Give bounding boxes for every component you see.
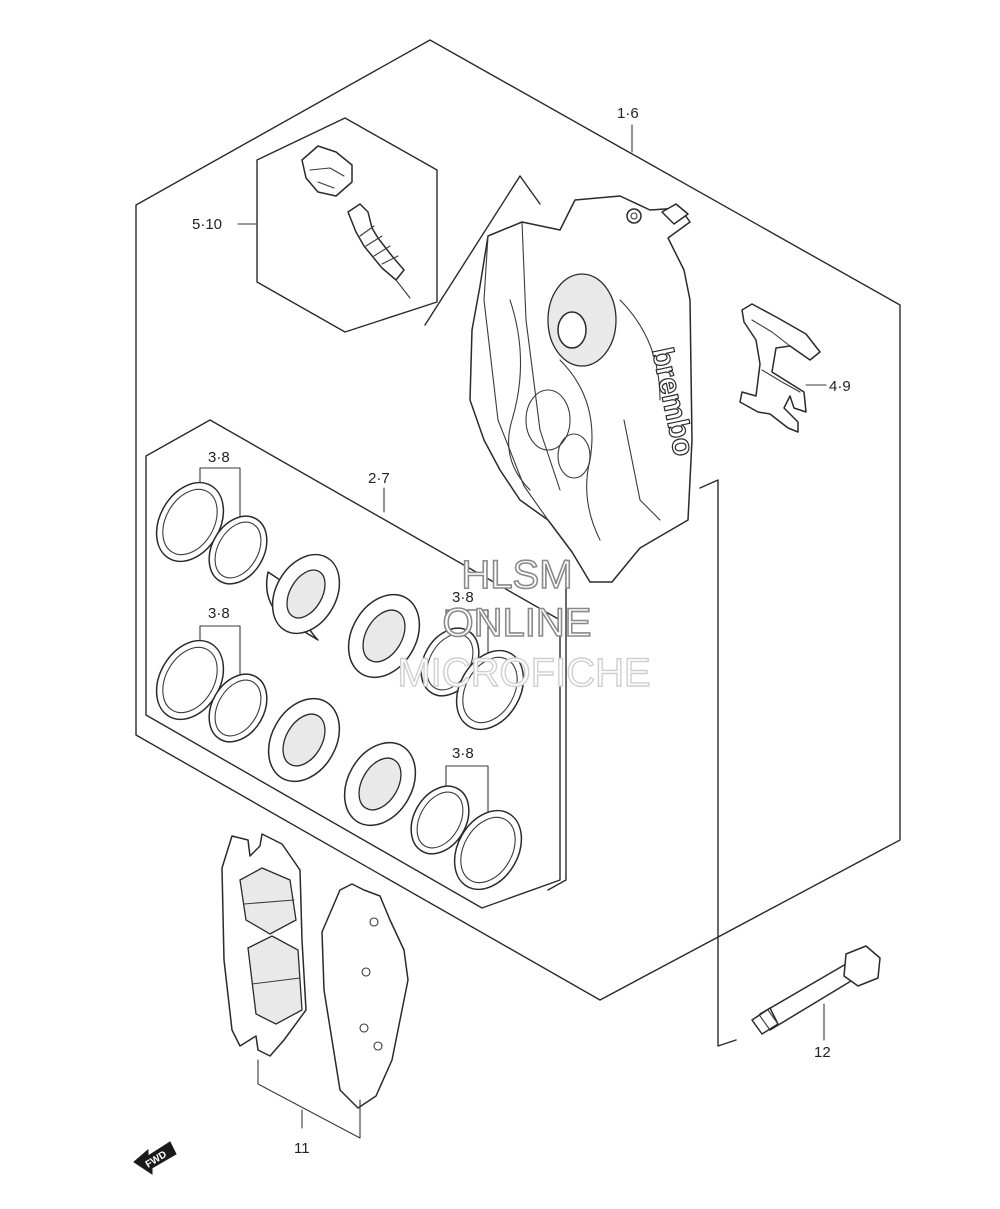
seal-ring	[208, 515, 268, 585]
label-piston-set: 2·7	[368, 470, 390, 487]
caliper-leader-lines	[547, 479, 737, 1047]
brake-caliper-body: brembo	[469, 195, 701, 583]
seal-ring	[208, 673, 268, 743]
label-seal-set-d: 3·8	[452, 745, 474, 762]
label-seal-set-a: 3·8	[208, 449, 230, 466]
label-pad-spring: 4·9	[829, 378, 851, 395]
label-pad-set: 11	[294, 1140, 310, 1157]
caliper-mounting-bolt	[751, 945, 881, 1041]
label-bleeder-set: 5·10	[192, 216, 222, 233]
watermark-line-2: ONLINE	[443, 601, 592, 645]
caliper-piston	[267, 697, 341, 783]
caliper-assembly-boundary	[135, 39, 901, 1001]
label-seal-set-b: 3·8	[208, 605, 230, 622]
seal-ring	[455, 649, 525, 731]
watermark-line-3: MICROFICHE	[397, 651, 650, 695]
caliper-piston	[343, 741, 417, 827]
bleeder-valve-group	[237, 117, 438, 333]
pad-spring	[739, 303, 827, 433]
seal-ring	[453, 809, 523, 891]
watermark: HLSM ONLINE MICROFICHE	[397, 552, 652, 696]
caliper-piston	[347, 593, 421, 679]
brake-pad-set	[221, 833, 409, 1139]
seal-ring	[155, 639, 225, 721]
label-seal-set-c: 3·8	[452, 589, 474, 606]
watermark-line-1: HLSM	[461, 553, 572, 597]
forward-direction-arrow: FWD	[133, 1141, 177, 1175]
piston-seal-group	[145, 419, 561, 909]
caliper-bleeder-leader	[424, 175, 541, 326]
label-mounting-bolt: 12	[814, 1044, 831, 1061]
bleeder-screw	[347, 203, 411, 299]
bleeder-cap	[301, 145, 353, 197]
brake-pad	[221, 833, 307, 1057]
brake-pad	[321, 883, 409, 1109]
caliper-piston	[265, 553, 341, 641]
label-caliper-assy: 1·6	[617, 105, 639, 122]
seal-ring	[410, 785, 470, 855]
